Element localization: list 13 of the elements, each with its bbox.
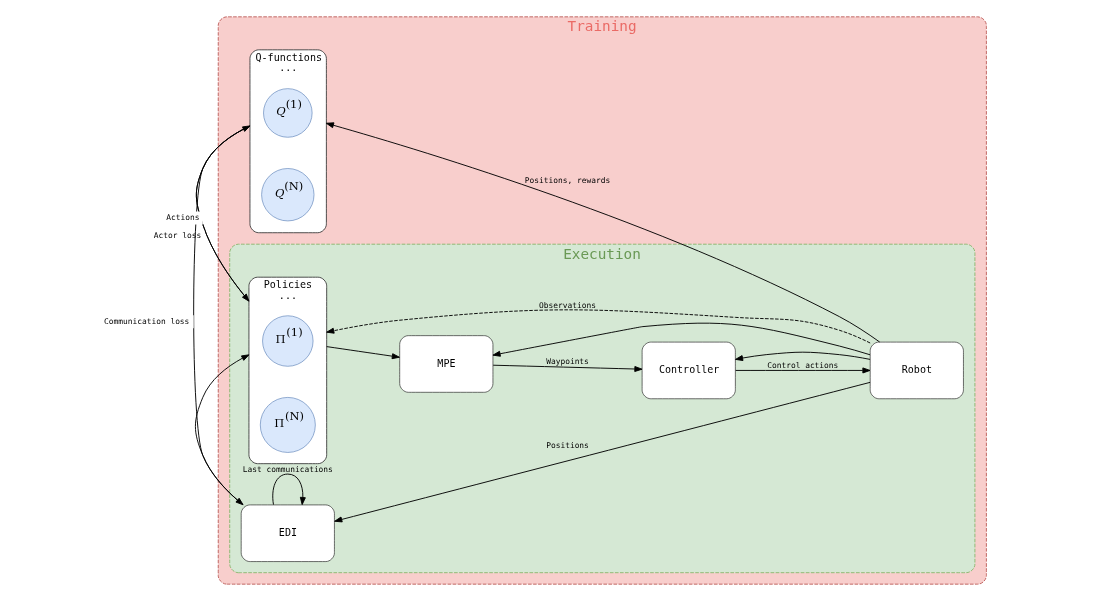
- arrow: [492, 364, 643, 372]
- arrow: [334, 381, 871, 523]
- arrow: [272, 473, 306, 506]
- arrow: [326, 309, 871, 344]
- arrow: [326, 346, 400, 360]
- arrow: [735, 367, 871, 374]
- arrow: [492, 322, 871, 357]
- arrow: [735, 351, 871, 361]
- node-box: Robot: [869, 341, 964, 400]
- arrow: [325, 122, 881, 343]
- node-box: Controller: [641, 341, 736, 400]
- node-box: MPE: [399, 335, 494, 393]
- node-box: EDI: [240, 504, 335, 562]
